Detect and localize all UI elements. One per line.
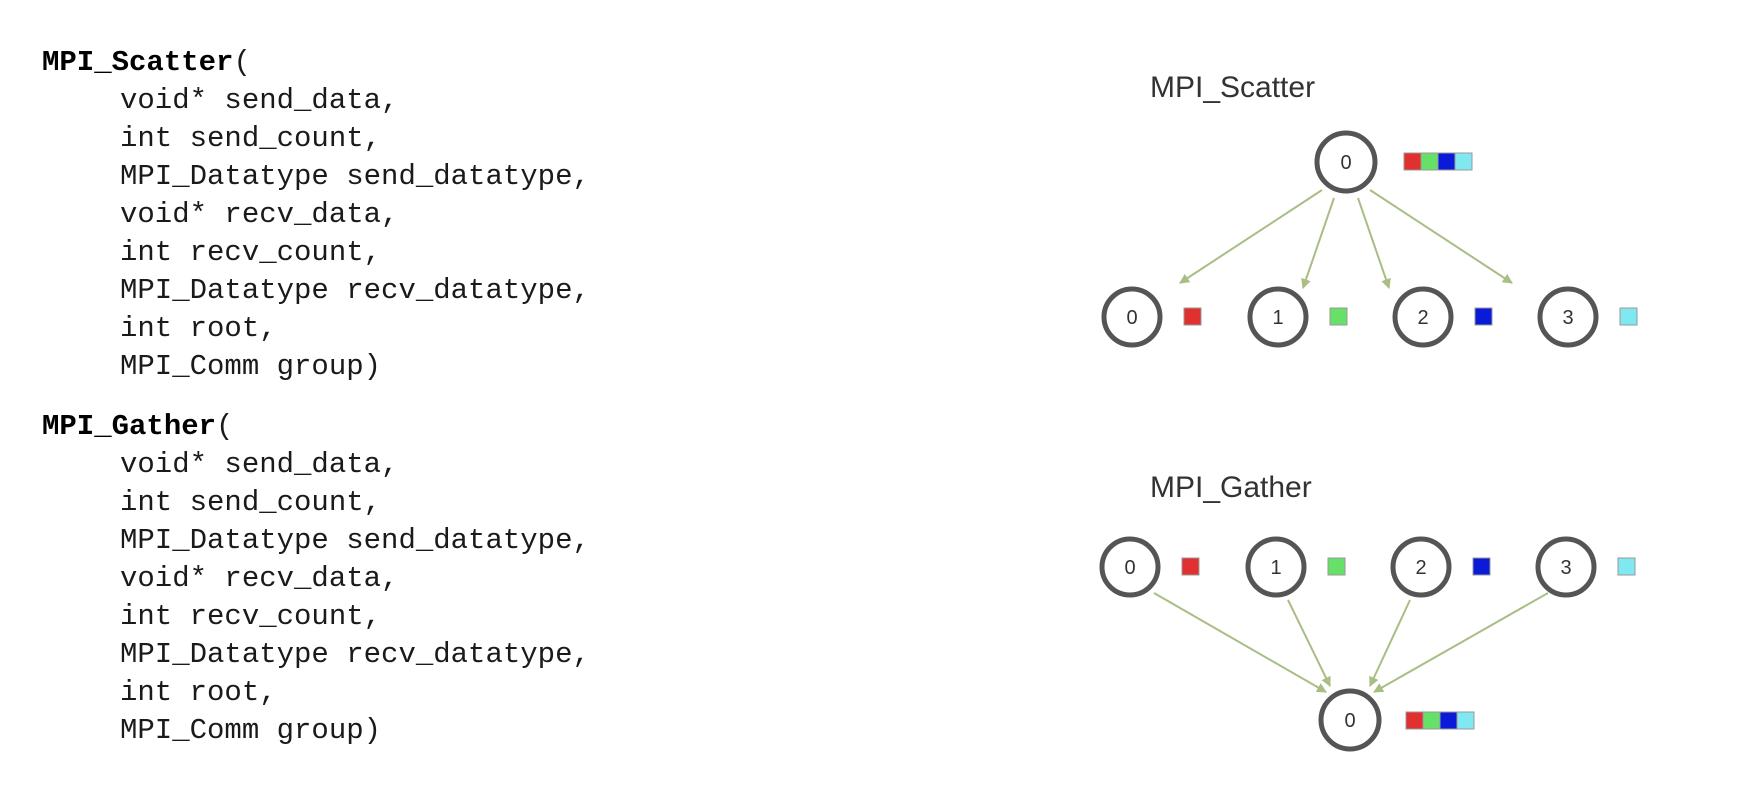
scatter-rank-node: 1	[1247, 286, 1309, 348]
scatter-diagram-title: MPI_Scatter	[1150, 71, 1315, 104]
gather-arrow-from-rank-3	[1373, 592, 1549, 693]
scatter-param: int send_count,	[120, 122, 382, 155]
gather-param: MPI_Datatype send_datatype,	[120, 524, 590, 557]
scatter-arrow-to-rank-2	[1357, 197, 1391, 289]
svg-text:0: 0	[1126, 307, 1137, 329]
collective-diagram: MPI_Scatter 0 0 1 2 3 MPI_Gather	[1099, 71, 1638, 752]
scatter-arrow-to-rank-0	[1179, 189, 1323, 284]
scatter-rank-3-data	[1619, 307, 1638, 326]
gather-arrow-from-rank-2	[1369, 599, 1411, 687]
scatter-param: void* send_data,	[120, 84, 399, 117]
scatter-root-label: 0	[1340, 152, 1351, 174]
gather-rank-node: 2	[1390, 536, 1452, 598]
scatter-rank-1-data	[1329, 307, 1348, 326]
scatter-open-paren: (	[233, 46, 251, 79]
scatter-rank-node: 2	[1392, 286, 1454, 348]
svg-text:0: 0	[1124, 557, 1135, 579]
svg-text:1: 1	[1272, 307, 1283, 329]
scatter-rank-0-data	[1183, 307, 1202, 326]
gather-param: void* send_data,	[120, 448, 399, 481]
gather-rank-3-data	[1617, 557, 1636, 576]
gather-param: int recv_count,	[120, 600, 382, 633]
scatter-param: int root,	[120, 312, 277, 345]
svg-text:2: 2	[1417, 307, 1428, 329]
gather-param: void* recv_data,	[120, 562, 399, 595]
scatter-arrows	[1179, 189, 1513, 289]
scatter-param: MPI_Datatype send_datatype,	[120, 160, 590, 193]
code-panel: MPI_Scatter( void* send_data, int send_c…	[42, 44, 590, 772]
gather-root-data-buffer	[1405, 711, 1475, 730]
gather-root-label: 0	[1344, 710, 1355, 732]
gather-arrows	[1153, 592, 1549, 693]
svg-text:3: 3	[1560, 557, 1571, 579]
gather-param: MPI_Comm group)	[120, 714, 382, 747]
scatter-root-data-buffer	[1403, 152, 1473, 171]
scatter-rank-2-data	[1474, 307, 1493, 326]
scatter-param: void* recv_data,	[120, 198, 399, 231]
gather-rank-node: 3	[1535, 536, 1597, 598]
scatter-function-name: MPI_Scatter	[42, 46, 234, 79]
gather-param: MPI_Datatype recv_datatype,	[120, 638, 590, 671]
scatter-rank-node: 0	[1101, 286, 1163, 348]
gather-param: int root,	[120, 676, 277, 709]
gather-root-node: 0	[1318, 688, 1382, 752]
gather-rank-2-data	[1472, 557, 1491, 576]
gather-arrow-from-rank-0	[1153, 592, 1327, 693]
svg-text:2: 2	[1415, 557, 1426, 579]
scatter-arrow-to-rank-1	[1301, 197, 1335, 289]
gather-rank-node: 1	[1245, 536, 1307, 598]
gather-rank-node: 0	[1099, 536, 1161, 598]
gather-arrow-from-rank-1	[1287, 599, 1331, 687]
scatter-param: MPI_Comm group)	[120, 350, 382, 383]
scatter-arrow-to-rank-3	[1369, 189, 1513, 284]
gather-param: int send_count,	[120, 486, 382, 519]
scatter-rank-node: 3	[1537, 286, 1599, 348]
gather-rank-0-data	[1181, 557, 1200, 576]
svg-text:3: 3	[1562, 307, 1573, 329]
scatter-signature: MPI_Scatter( void* send_data, int send_c…	[42, 44, 590, 386]
gather-signature: MPI_Gather( void* send_data, int send_co…	[42, 408, 590, 750]
gather-function-name: MPI_Gather	[42, 410, 217, 443]
scatter-param: MPI_Datatype recv_datatype,	[120, 274, 590, 307]
gather-open-paren: (	[216, 410, 234, 443]
scatter-param: int recv_count,	[120, 236, 382, 269]
svg-text:1: 1	[1270, 557, 1281, 579]
gather-diagram-title: MPI_Gather	[1150, 471, 1312, 504]
gather-rank-1-data	[1327, 557, 1346, 576]
scatter-root-node: 0	[1314, 130, 1378, 194]
